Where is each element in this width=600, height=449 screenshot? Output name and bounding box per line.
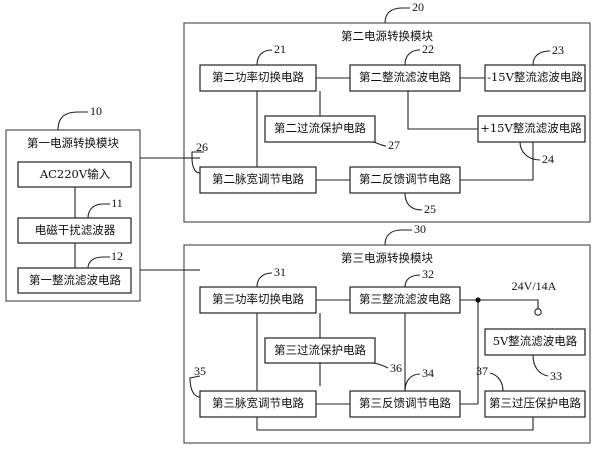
ref-22: 22 (422, 42, 434, 56)
ref-26: 26 (196, 140, 208, 154)
ref-23: 23 (552, 43, 564, 57)
output-voltage-label: 24V/14A (512, 279, 557, 293)
ref-37: 37 (476, 364, 488, 378)
m2-pos15v-label: +15V整流滤波电路 (480, 121, 582, 135)
ref-21: 21 (274, 42, 286, 56)
ref-12: 12 (111, 249, 123, 263)
ref-27: 27 (388, 138, 400, 152)
m2-power-switch-box (199, 64, 317, 92)
rectifier1-box (17, 267, 132, 294)
rectifier1-label: 第一整流滤波电路 (29, 273, 121, 287)
m3-5v-label: 5V整流滤波电路 (493, 334, 578, 348)
leader-lines (57, 7, 551, 398)
m2-neg15v-box (484, 64, 586, 92)
ref-33: 33 (550, 369, 562, 383)
ref-31: 31 (274, 265, 286, 279)
ac-input-box (17, 161, 132, 188)
ref-25: 25 (424, 202, 436, 216)
m2-rectifier-label: 第二整流滤波电路 (359, 70, 451, 84)
m3-pwm-box (199, 390, 317, 418)
module2-title: 第二电源转换模块 (341, 29, 433, 43)
m2-overcurrent-label: 第二过流保护电路 (274, 121, 366, 135)
ref-24: 24 (542, 152, 554, 166)
m3-overvoltage-box (484, 390, 586, 418)
ref-10: 10 (90, 104, 102, 118)
m2-rectifier-box (349, 64, 461, 92)
ref-11: 11 (111, 196, 123, 210)
ref-36: 36 (390, 361, 402, 375)
m3-5v-box (484, 328, 586, 356)
module3-title: 第三电源转换模块 (341, 251, 433, 265)
m2-neg15v-label: -15V整流滤波电路 (487, 70, 583, 84)
m3-overvoltage-label: 第三过压保护电路 (489, 396, 581, 410)
ac-input-label: AC220V输入 (39, 167, 111, 181)
m2-power-switch-label: 第二功率切换电路 (212, 70, 304, 84)
m3-pwm-label: 第三脉宽调节电路 (212, 396, 304, 410)
module1-title: 第一电源转换模块 (27, 136, 119, 150)
ref-20: 20 (412, 0, 424, 14)
m2-pwm-box (199, 166, 317, 194)
ref-30: 30 (414, 222, 426, 236)
junction-dot (475, 297, 481, 303)
output-terminal (534, 308, 542, 316)
m3-feedback-label: 第三反馈调节电路 (359, 396, 451, 410)
m2-overcurrent-box (264, 115, 376, 143)
emi-filter-box (17, 217, 132, 244)
m2-feedback-box (349, 166, 461, 194)
m2-pos15v-box (477, 115, 586, 143)
m3-power-switch-label: 第三功率切换电路 (212, 292, 304, 306)
m2-feedback-label: 第二反馈调节电路 (359, 172, 451, 186)
m2-pwm-label: 第二脉宽调节电路 (212, 172, 304, 186)
m3-feedback-box (349, 390, 461, 418)
ref-35: 35 (194, 364, 206, 378)
m3-rectifier-box (349, 286, 461, 314)
m3-overcurrent-box (264, 337, 376, 364)
emi-filter-label: 电磁干扰滤波器 (35, 223, 116, 237)
ref-32: 32 (422, 267, 434, 281)
m3-rectifier-label: 第三整流滤波电路 (359, 292, 451, 306)
m3-overcurrent-label: 第三过流保护电路 (274, 343, 366, 357)
ref-34: 34 (422, 366, 434, 380)
m3-power-switch-box (199, 286, 317, 314)
